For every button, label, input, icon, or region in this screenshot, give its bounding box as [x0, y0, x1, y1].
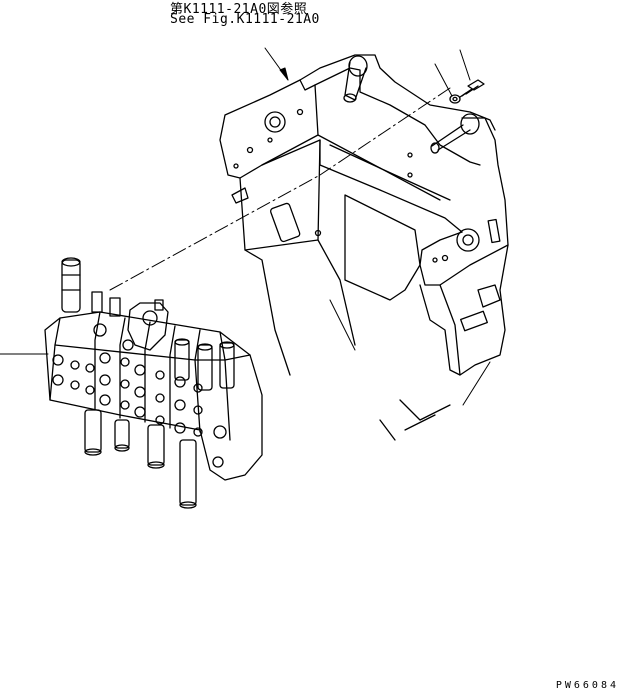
front-slot — [461, 311, 488, 330]
reference-arrowhead — [280, 68, 288, 80]
front-lower-panel — [420, 245, 508, 375]
top-fittings — [92, 292, 168, 350]
lower-pin-end — [461, 114, 479, 134]
spool-caps — [175, 339, 234, 390]
bolt-leader-line — [460, 50, 470, 80]
hardware — [450, 80, 484, 103]
right-pivot-hole — [457, 229, 479, 251]
slot-cutout — [270, 203, 301, 243]
side-tab — [232, 188, 248, 203]
reference-note-english: See Fig.K1111-21A0 — [170, 12, 320, 27]
reference-note-japanese: 第K1111-21A0図参照 — [170, 2, 308, 17]
inner-panel — [345, 195, 420, 300]
valve-ports — [53, 324, 226, 467]
right-side-plate — [420, 118, 508, 285]
valve-axis-line — [320, 88, 450, 175]
mounting-bracket — [220, 55, 508, 440]
leader-lines — [0, 48, 490, 405]
top-plate — [300, 55, 495, 130]
valve-body — [45, 312, 262, 480]
spool-ends — [85, 410, 196, 508]
bolt — [460, 80, 484, 97]
mount-leader-line-1 — [330, 300, 355, 350]
box-body — [240, 178, 290, 375]
relief-valve — [62, 260, 80, 312]
left-pivot-hole — [265, 112, 285, 132]
bolt-axis-line — [110, 175, 320, 290]
mount-leader-line-2 — [463, 362, 490, 405]
figure-code: PW66084 — [555, 680, 619, 691]
washer — [450, 95, 460, 103]
left-side-plate — [220, 80, 318, 178]
washer-leader-line — [435, 64, 452, 96]
washer-hole — [453, 97, 457, 100]
control-valve — [45, 258, 262, 508]
